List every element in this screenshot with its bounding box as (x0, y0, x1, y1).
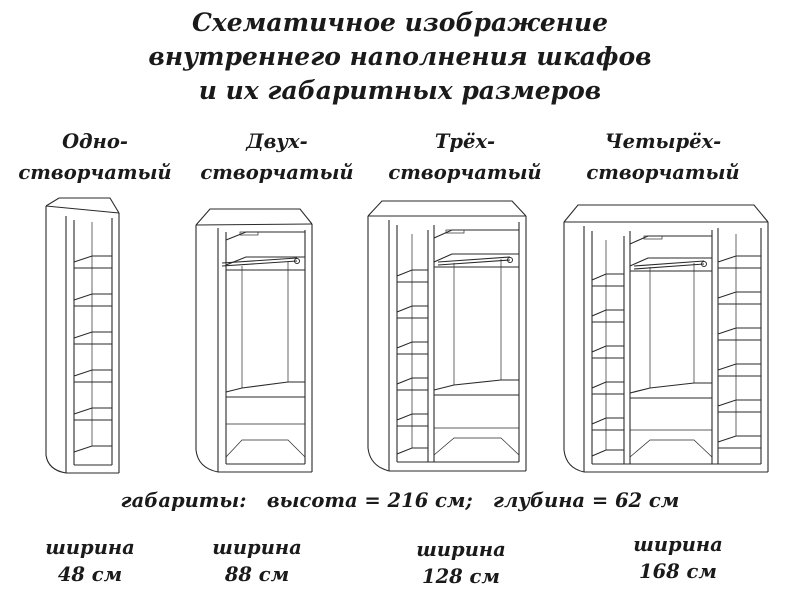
title-line-3: и их габаритных размеров (198, 76, 602, 105)
width-caption: ширина (633, 533, 723, 556)
width-caption: ширина (416, 538, 506, 561)
width-caption: ширина (45, 536, 135, 559)
type-line-2: створчатый (586, 161, 740, 184)
width-caption: ширина (212, 536, 302, 559)
type-line-2: створчатый (200, 161, 354, 184)
wardrobe-type-label-1: Одно- створчатый (5, 126, 185, 188)
wardrobe-three-door (367, 200, 527, 472)
dimensions-depth: глубина = 62 см (493, 489, 680, 512)
type-line-1: Трёх- (434, 130, 496, 153)
width-value: 128 см (422, 565, 500, 588)
width-value: 168 см (639, 560, 717, 583)
wardrobe-type-label-2: Двух- створчатый (187, 126, 367, 188)
title-line-2: внутреннего наполнения шкафов (148, 42, 652, 71)
wardrobe-single-door (45, 197, 120, 474)
type-line-1: Четырёх- (604, 130, 722, 153)
dimensions-label: габариты: (120, 489, 247, 512)
width-label-2: ширина 88 см (187, 534, 327, 588)
wardrobe-two-door (195, 208, 313, 473)
type-line-2: створчатый (388, 161, 542, 184)
wardrobe-type-label-4: Четырёх- створчатый (563, 126, 763, 188)
width-label-3: ширина 128 см (391, 536, 531, 590)
type-line-2: створчатый (18, 161, 172, 184)
title-line-1: Схематичное изображение (191, 8, 609, 37)
width-label-1: ширина 48 см (20, 534, 160, 588)
width-value: 88 см (224, 563, 290, 586)
width-value: 48 см (57, 563, 123, 586)
diagram-title: Схематичное изображение внутреннего напо… (0, 6, 800, 108)
dimensions-height: высота = 216 см; (266, 489, 473, 512)
dimensions-line: габариты: высота = 216 см; глубина = 62 … (0, 489, 800, 512)
type-line-1: Одно- (62, 130, 128, 153)
wardrobe-four-door (563, 204, 769, 473)
wardrobe-type-label-3: Трёх- створчатый (375, 126, 555, 188)
type-line-1: Двух- (246, 130, 308, 153)
width-label-4: ширина 168 см (608, 531, 748, 585)
